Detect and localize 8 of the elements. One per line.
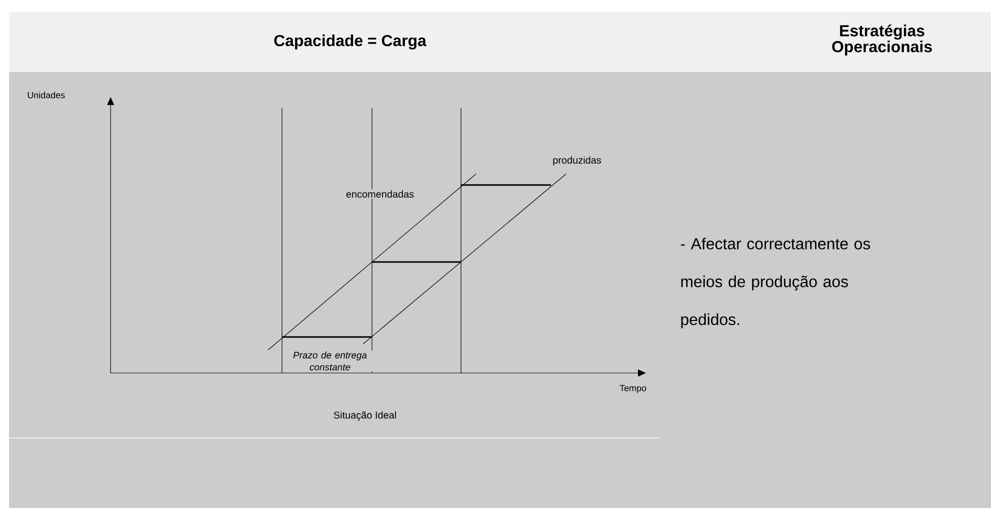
axis-label: Unidades bbox=[28, 92, 65, 98]
heading: Estratégias Operacionais bbox=[832, 24, 932, 56]
bullet-text: - Afectar correctamente os meios de produção aos pedidos. bbox=[680, 238, 870, 328]
annotation-text: Prazo de entrega constante bbox=[284, 350, 376, 372]
axis-label: Tempo bbox=[620, 384, 646, 393]
chart-caption: Situação Ideal bbox=[334, 411, 396, 421]
heading: Capacidade = Carga bbox=[274, 34, 426, 50]
line-label: produzidas bbox=[553, 156, 601, 166]
